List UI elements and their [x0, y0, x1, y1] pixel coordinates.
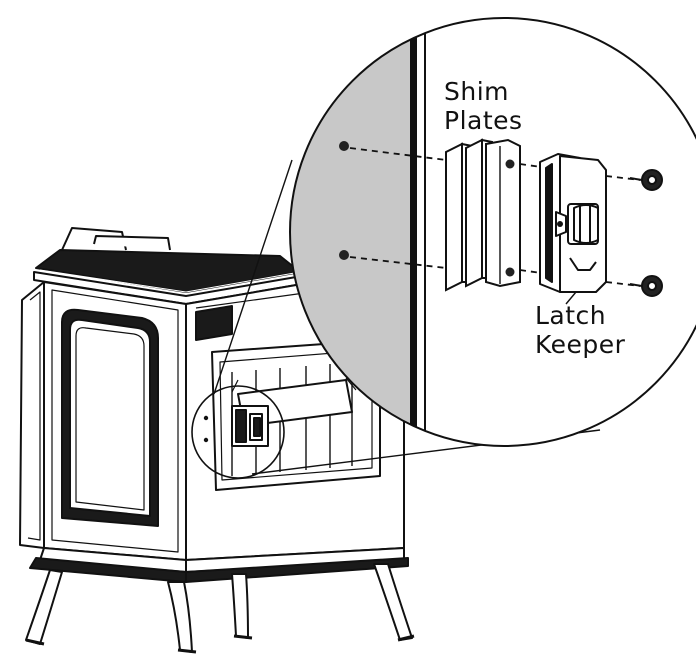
screw-lower	[629, 275, 663, 297]
stove-leg-back-mid	[231, 573, 249, 639]
shim-plates-label-line2: Plates	[444, 106, 523, 135]
latch-keeper-label: Latch Keeper	[535, 301, 625, 359]
callout-line-upper	[213, 159, 293, 395]
detail-source-circle	[191, 385, 285, 479]
stove-leg-front-left	[25, 569, 63, 645]
latch-keeper-label-line2: Keeper	[535, 330, 626, 359]
latch-keeper	[539, 153, 607, 293]
shim-plates	[445, 138, 521, 292]
stove-leg-front-right	[167, 581, 193, 653]
stove-door-glass	[69, 318, 151, 517]
small-circle-bolt-dots	[203, 415, 209, 443]
shim-plates-label: Shim Plates	[444, 77, 523, 135]
wall-hole-lower	[339, 250, 349, 260]
wall-hole-upper	[339, 141, 349, 151]
shim-plates-label-line1: Shim	[444, 77, 510, 106]
stove-leg-back-right	[373, 563, 413, 641]
latch-keeper-leader	[565, 291, 577, 305]
latch-keeper-label-line1: Latch	[535, 301, 607, 330]
screw-upper	[629, 169, 663, 191]
